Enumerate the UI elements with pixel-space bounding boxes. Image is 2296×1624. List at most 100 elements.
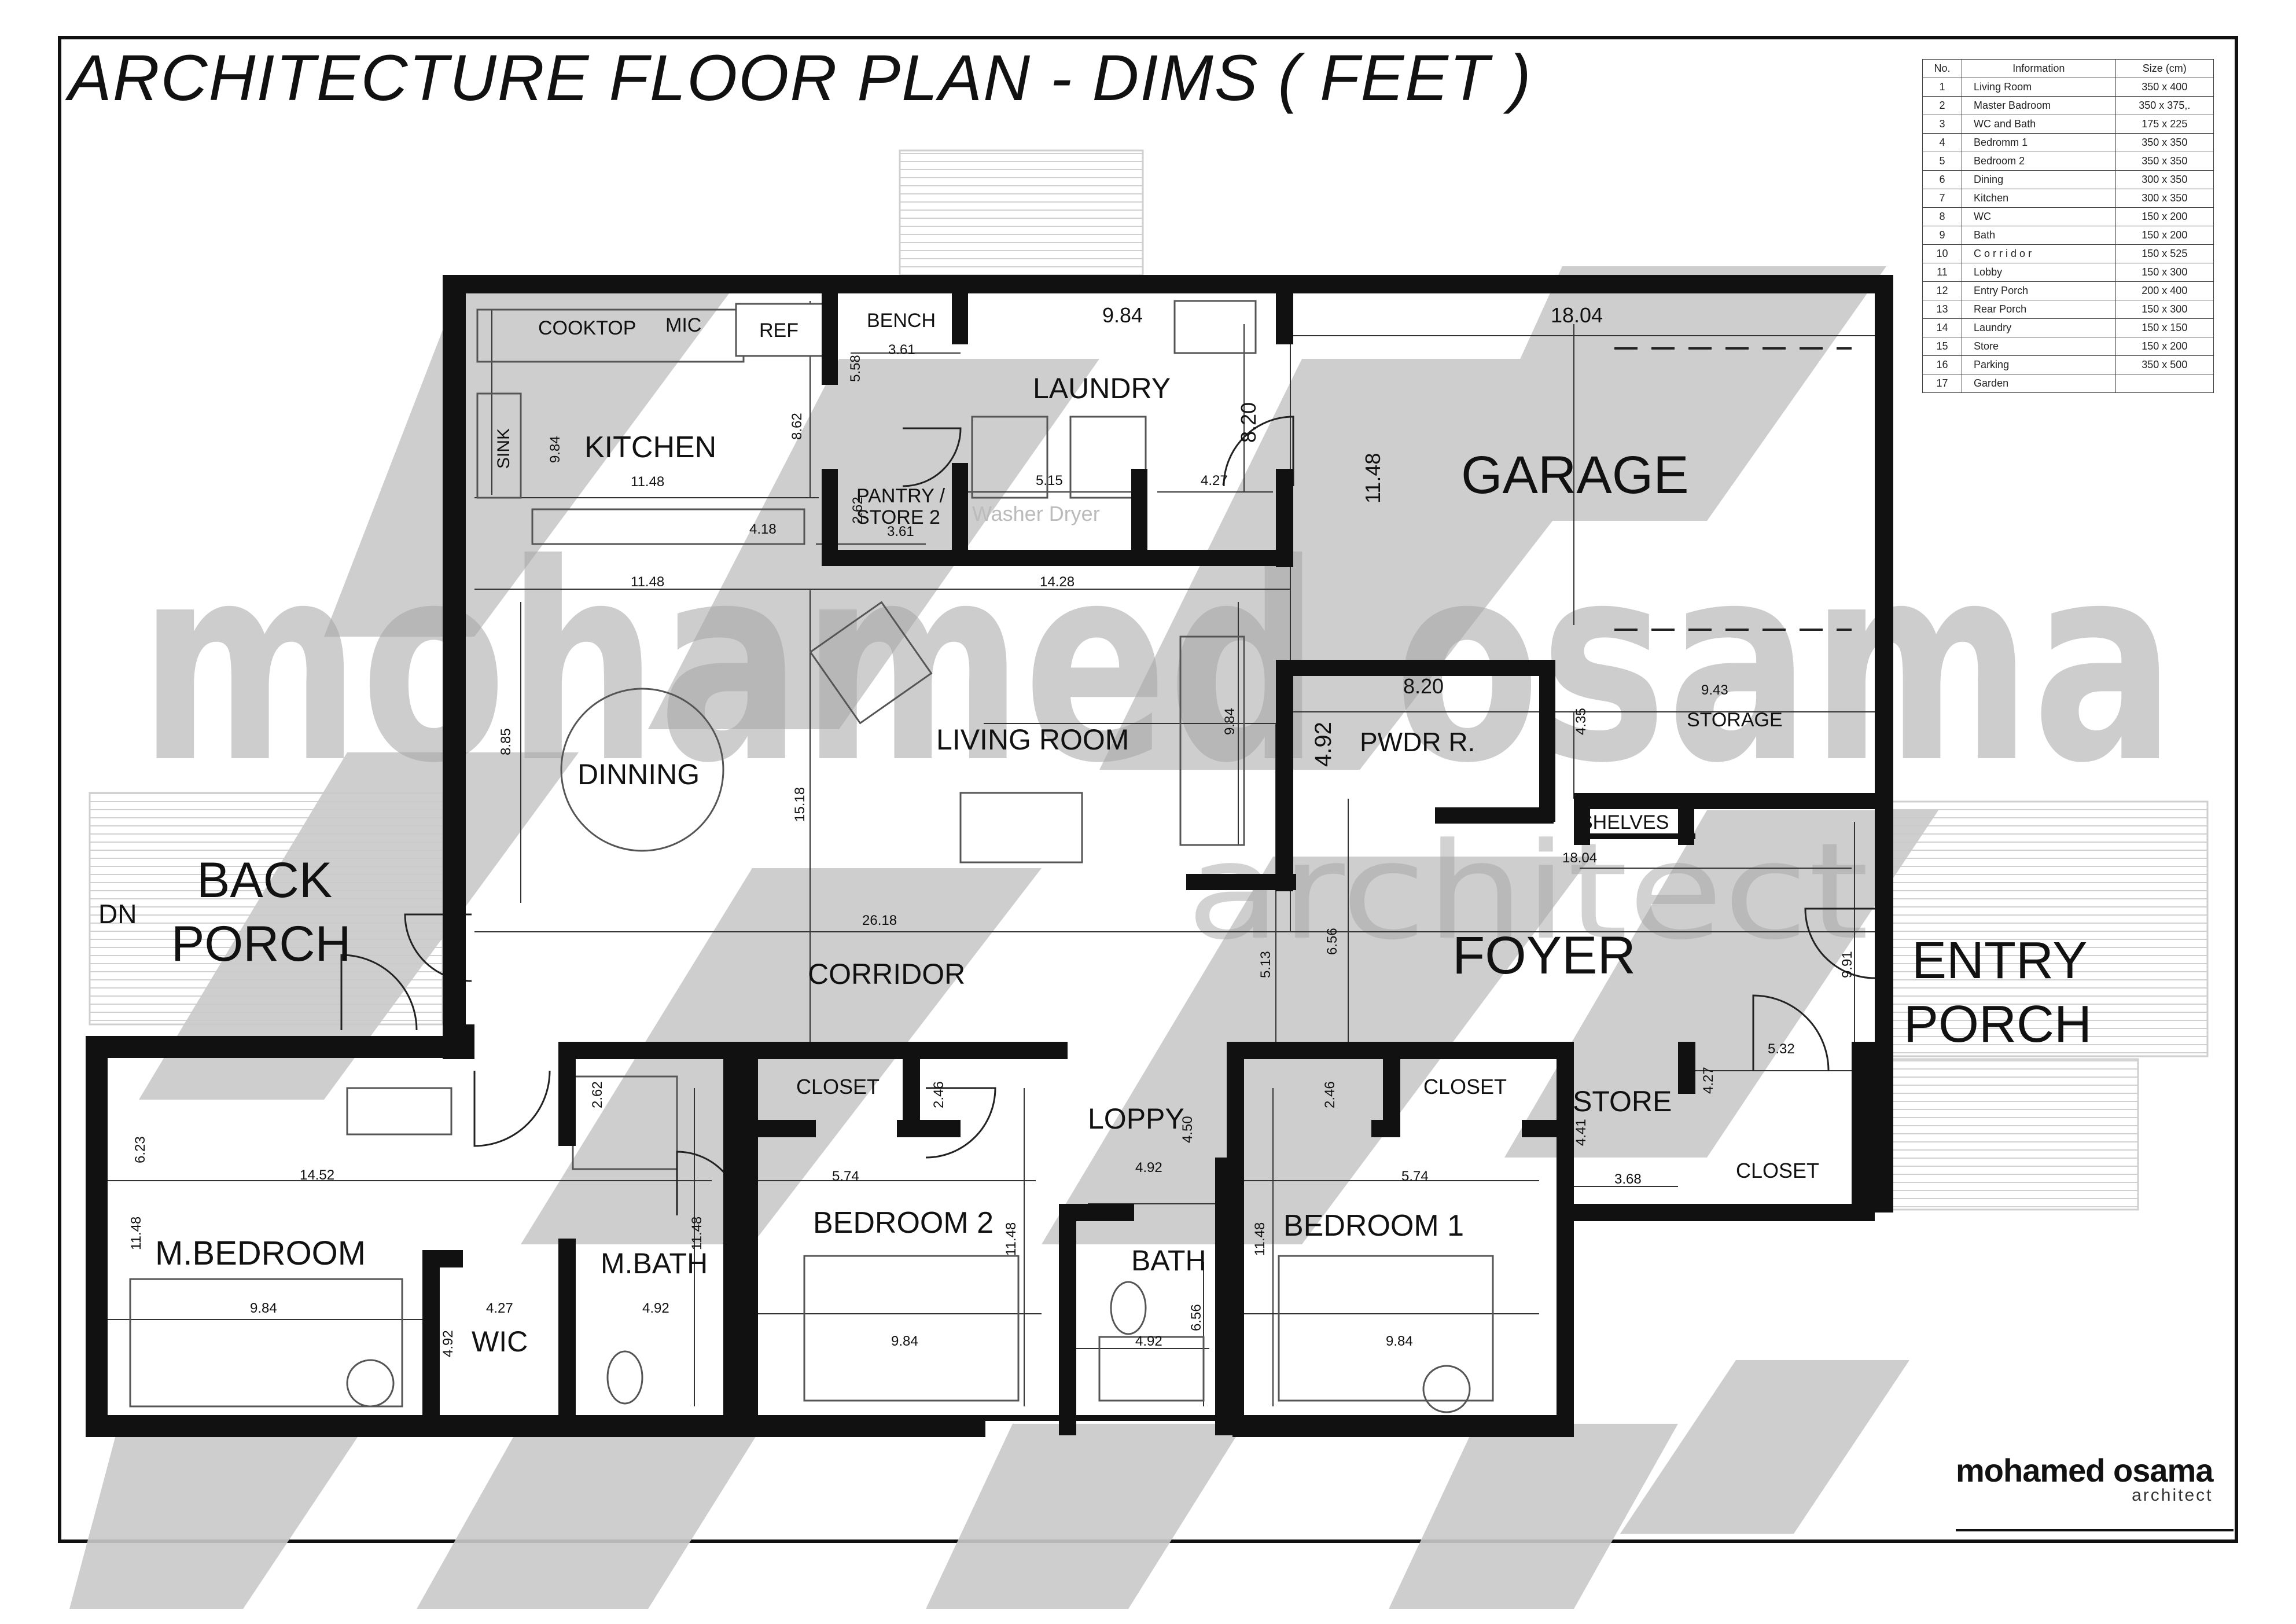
dim-6-56-b: 6.56 — [1189, 1304, 1204, 1331]
label-shelves: SHELVES — [1580, 811, 1669, 833]
schedule-cell-size: 350 x 500 — [2115, 355, 2214, 374]
schedule-cell-info: Parking — [1962, 355, 2116, 374]
dining-table — [560, 688, 724, 852]
label-corridor: CORRIDOR — [808, 958, 965, 990]
dim-11-48-b1: 11.48 — [1252, 1222, 1268, 1256]
schedule-cell-info: C o r r i d o r — [1962, 244, 2116, 263]
schedule-cell-no: 4 — [1922, 133, 1963, 152]
dim-11-48-mb: 11.48 — [128, 1217, 144, 1250]
dim-4-27-b: 4.27 — [1701, 1067, 1716, 1094]
schedule-cell-info: WC and Bath — [1962, 115, 2116, 134]
dim-26-18: 26.18 — [862, 913, 897, 928]
dim-5-74-a: 5.74 — [832, 1169, 859, 1184]
master-bed — [129, 1278, 403, 1408]
schedule-header-information: Information — [1962, 59, 2116, 78]
schedule-cell-size: 150 x 300 — [2115, 263, 2214, 282]
label-kitchen: KITCHEN — [584, 431, 716, 464]
dim-5-58: 5.58 — [848, 355, 863, 382]
dim-11-48-g: 11.48 — [1361, 453, 1385, 504]
schedule-cell-size: 150 x 150 — [2115, 318, 2214, 337]
label-ref: REF — [759, 319, 799, 341]
dim-2-62-a: 2.62 — [850, 497, 866, 524]
schedule-cell-info: WC — [1962, 207, 2116, 226]
dim-11-48-m: 11.48 — [689, 1217, 705, 1250]
dim-6-56-a: 6.56 — [1324, 928, 1340, 955]
label-pwdr: PWDR R. — [1360, 727, 1475, 757]
schedule-cell-size — [2115, 374, 2214, 393]
schedule-cell-no: 2 — [1922, 96, 1963, 115]
logo-rule — [1956, 1529, 2234, 1531]
dim-9-91: 9.91 — [1839, 951, 1855, 978]
dim-5-15: 5.15 — [1036, 473, 1063, 488]
schedule-cell-size: 150 x 525 — [2115, 244, 2214, 263]
schedule-cell-info: Bedromm 1 — [1962, 133, 2116, 152]
dim-11-48-k: 11.48 — [631, 474, 664, 490]
coffee-table — [959, 792, 1083, 864]
label-dinning: DINNING — [577, 758, 700, 791]
schedule-cell-size: 200 x 400 — [2115, 281, 2214, 300]
schedule-cell-size: 300 x 350 — [2115, 170, 2214, 189]
dryer — [1069, 416, 1147, 499]
refrigerator-box — [735, 303, 824, 357]
schedule-cell-size: 150 x 200 — [2115, 226, 2214, 245]
plant-1 — [346, 1359, 395, 1408]
schedule-header-size: Size (cm) — [2115, 59, 2214, 78]
armchair — [809, 601, 933, 725]
label-bench: BENCH — [867, 310, 936, 332]
dim-11-48-b2: 11.48 — [1003, 1222, 1019, 1256]
label-wic: WIC — [472, 1325, 528, 1358]
schedule-cell-info: Dining — [1962, 170, 2116, 189]
schedule-cell-size: 150 x 200 — [2115, 207, 2214, 226]
schedule-cell-info: Lobby — [1962, 263, 2116, 282]
dim-6-23: 6.23 — [133, 1136, 148, 1163]
schedule-cell-info: Kitchen — [1962, 189, 2116, 208]
dim-4-50: 4.50 — [1180, 1116, 1195, 1143]
label-living: LIVING ROOM — [936, 723, 1129, 756]
dim-8-85: 8.85 — [498, 728, 514, 755]
label-back-1: BACK — [197, 853, 332, 908]
label-closet-b2: CLOSET — [796, 1075, 880, 1098]
label-closet-b1: CLOSET — [1423, 1075, 1507, 1098]
dim-2-62-b: 2.62 — [590, 1081, 605, 1108]
label-entry-1: ENTRY — [1912, 932, 2087, 990]
label-pantry-1: PANTRY / — [856, 485, 945, 507]
dim-4-27-w: 4.27 — [486, 1300, 513, 1316]
schedule-cell-size: 300 x 350 — [2115, 189, 2214, 208]
dim-3-61-b: 3.61 — [887, 524, 914, 539]
dim-9-84-k: 9.84 — [547, 436, 563, 463]
schedule-cell-size: 350 x 350 — [2115, 152, 2214, 171]
dim-4-18: 4.18 — [749, 521, 777, 537]
dim-4-92-l: 4.92 — [1135, 1160, 1162, 1175]
dim-4-92-m: 4.92 — [642, 1300, 669, 1316]
washer — [971, 416, 1048, 499]
dim-4-92-p: 4.92 — [1311, 722, 1336, 767]
dim-9-84-lr: 9.84 — [1222, 708, 1238, 735]
schedule-cell-info: Garden — [1962, 374, 2116, 393]
dim-9-84-mb: 9.84 — [250, 1300, 277, 1316]
garage-door — [1614, 347, 1852, 631]
schedule-cell-info: Bath — [1962, 226, 2116, 245]
schedule-cell-info: Living Room — [1962, 78, 2116, 97]
label-bedroom-1: BEDROOM 1 — [1283, 1209, 1464, 1243]
entry-porch-deck — [1882, 800, 2209, 1211]
walls — [86, 275, 1893, 1437]
watermark-sub: architect — [1186, 815, 1869, 969]
schedule-cell-info: Laundry — [1962, 318, 2116, 337]
dim-3-61-a: 3.61 — [888, 342, 915, 358]
schedule-cell-no: 7 — [1922, 189, 1963, 208]
